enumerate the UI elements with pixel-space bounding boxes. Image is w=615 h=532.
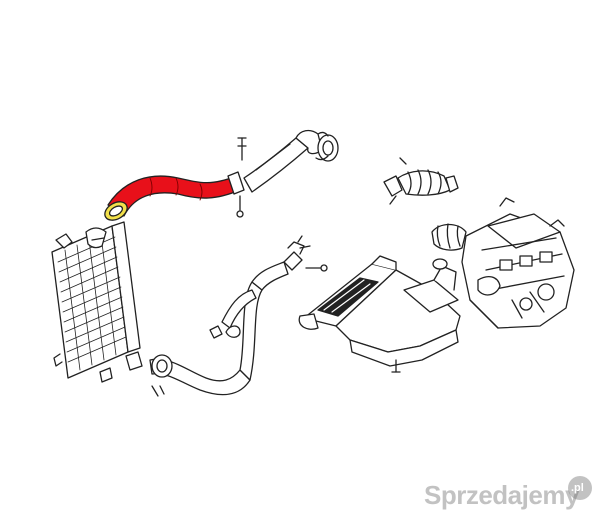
intercooler xyxy=(51,221,141,383)
intake-hose-upper xyxy=(383,157,459,205)
air-filter-housing xyxy=(298,255,461,373)
watermark-text: Sprzedajemy xyxy=(424,480,579,510)
upper-charge-pipe xyxy=(243,129,339,193)
highlighted-charge-air-hose xyxy=(104,137,247,221)
watermark-suffix: .pl xyxy=(571,482,584,494)
lower-charge-pipe xyxy=(125,235,328,397)
watermark-badge xyxy=(568,476,592,500)
intake-hose-lower xyxy=(431,223,467,270)
engine-block xyxy=(461,197,575,329)
watermark-logo: Sprzedajemy .pl xyxy=(418,472,608,512)
